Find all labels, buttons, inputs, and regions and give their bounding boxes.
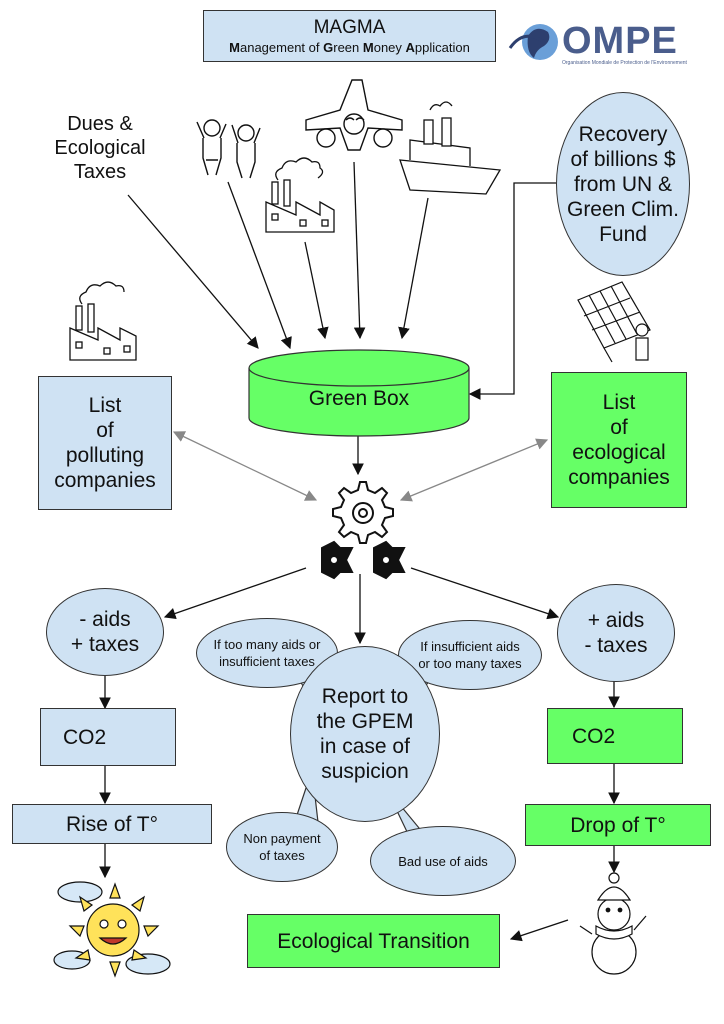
solar-panel-icon bbox=[577, 281, 651, 363]
people-icon bbox=[196, 119, 261, 179]
arrow-ecological-gears bbox=[399, 438, 549, 502]
polluting-companies-box: List of polluting companies bbox=[38, 376, 172, 510]
factory-left-icon bbox=[69, 281, 137, 361]
header-title: MAGMA bbox=[313, 16, 386, 38]
arrow-polluting-gears bbox=[172, 431, 318, 501]
plus-aids-minus-taxes-circle: + aids - taxes bbox=[557, 584, 675, 682]
report-to-gpem-ellipse: Report to the GPEM in case of suspicion bbox=[290, 646, 440, 822]
arrow-factory-to-greenbox bbox=[304, 241, 329, 340]
minus-aids-plus-taxes-circle: - aids + taxes bbox=[46, 588, 164, 676]
green-box-cylinder bbox=[248, 349, 470, 437]
ompe-logo-name: OMPE bbox=[562, 20, 678, 62]
ecological-transition-box: Ecological Transition bbox=[247, 914, 500, 968]
green-box-label: Green Box bbox=[308, 387, 410, 410]
arrows-lists-to-gears bbox=[172, 431, 549, 502]
arrow-gears-to-left bbox=[163, 567, 307, 620]
airplane-icon bbox=[305, 79, 403, 151]
arrow-ship-to-greenbox bbox=[398, 197, 429, 340]
dues-label: Dues & Ecological Taxes bbox=[54, 113, 146, 183]
factory-icon bbox=[265, 157, 335, 233]
arrow-gears-to-right bbox=[410, 567, 560, 620]
recovery-ellipse: Recovery of billions $ from UN & Green C… bbox=[556, 92, 690, 276]
drop-of-temperature-box: Drop of T° bbox=[525, 804, 711, 846]
ship-icon bbox=[399, 101, 502, 195]
arrows-into-green-box bbox=[127, 161, 556, 476]
rise-of-temperature-box: Rise of T° bbox=[12, 804, 212, 844]
arrows-from-gears bbox=[99, 567, 620, 942]
bubble-too-many-aids: If too many aids or insufficient taxes bbox=[196, 618, 338, 688]
header-box: MAGMA Management of Green Money Applicat… bbox=[203, 10, 496, 62]
sun-icon bbox=[53, 881, 171, 978]
left-co2-box: CO2 bbox=[40, 708, 176, 766]
arrow-plane-to-greenbox bbox=[353, 161, 366, 340]
gears-icon bbox=[321, 481, 406, 580]
bubble-bad-use-of-aids: Bad use of aids bbox=[370, 826, 516, 896]
arrow-dues-to-greenbox bbox=[127, 194, 259, 349]
right-co2-box: CO2 bbox=[547, 708, 683, 764]
arrow-snowman-to-transition bbox=[509, 919, 569, 942]
bubble-non-payment: Non payment of taxes bbox=[226, 812, 338, 882]
ecological-companies-box: List of ecological companies bbox=[551, 372, 687, 508]
ompe-logo: OMPE Organisation Mondiale de Protection… bbox=[562, 22, 692, 67]
ompe-logo-tagline: Organisation Mondiale de Protection de l… bbox=[562, 60, 687, 66]
snowman-icon bbox=[579, 872, 647, 975]
arrow-recovery-to-greenbox bbox=[468, 182, 556, 400]
header-subtitle: Management of Green Money Application bbox=[229, 39, 470, 55]
arrow-people-to-greenbox bbox=[227, 181, 292, 350]
ompe-logo-globe-icon bbox=[508, 24, 558, 60]
